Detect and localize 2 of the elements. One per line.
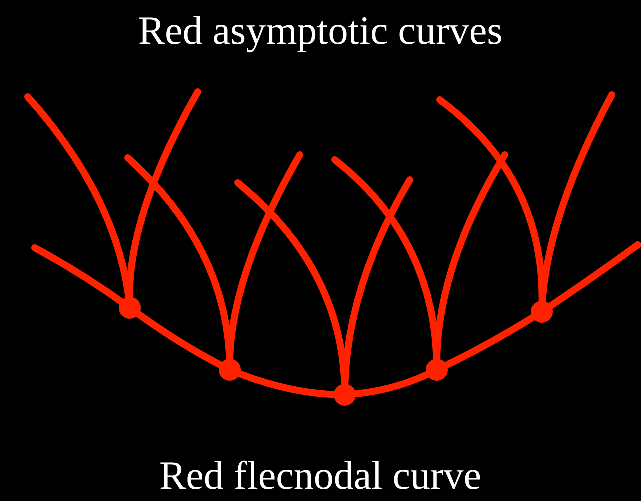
caption: Red flecnodal curve bbox=[158, 453, 483, 499]
title: Red asymptotic curves bbox=[137, 8, 504, 54]
